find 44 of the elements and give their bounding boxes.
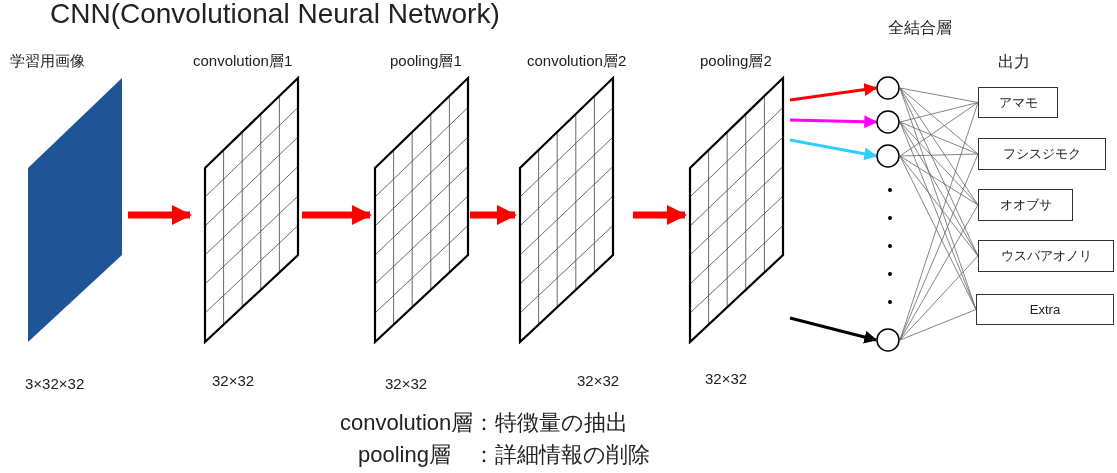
dimension-label: 3×32×32: [25, 375, 85, 392]
output-class-box: オオブサ: [978, 189, 1073, 221]
output-class-box: Extra: [976, 294, 1114, 325]
column-heading: 出力: [998, 52, 1030, 72]
connection-line: [899, 155, 977, 310]
connection-line: [899, 87, 979, 103]
neuron-circle: [876, 110, 900, 134]
connection-line: [899, 87, 979, 155]
connection-line: [899, 153, 979, 341]
layer-heading: pooling層1: [390, 52, 462, 71]
connection-line: [899, 121, 979, 155]
feature-map-layer: [190, 52, 302, 344]
connection-line: [899, 155, 979, 257]
layer-heading: convolution層1: [193, 52, 293, 71]
dimension-label: 32×32: [212, 372, 255, 389]
connection-line: [899, 87, 977, 310]
layer-heading: 学習用画像: [10, 52, 85, 71]
diagram-title: CNN(Convolutional Neural Network): [50, 0, 500, 30]
output-class-box: アマモ: [978, 87, 1058, 118]
connection-line: [899, 153, 979, 157]
arrow: [789, 138, 878, 161]
arrow: [789, 316, 878, 344]
connection-line: [899, 87, 979, 206]
legend-note: convolution層：特徴量の抽出: [340, 409, 629, 437]
connection-line: [899, 155, 979, 206]
output-class-box: フシスジモク: [978, 138, 1106, 170]
connection-line: [899, 102, 979, 157]
dimension-label: 32×32: [385, 375, 428, 392]
connection-line: [899, 255, 979, 341]
output-class-box: ウスバアオノリ: [978, 240, 1114, 272]
arrow: [789, 115, 878, 129]
legend-note: pooling層 ：詳細情報の削除: [358, 441, 650, 469]
layer-heading: pooling層2: [700, 52, 772, 71]
arrow: [789, 83, 878, 102]
dimension-label: 32×32: [705, 370, 748, 387]
column-heading: 全結合層: [888, 18, 952, 38]
neuron-circle: [876, 328, 900, 352]
neuron-circle: [876, 144, 900, 168]
connection-line: [899, 309, 977, 341]
neuron-circle: [876, 76, 900, 100]
connection-line: [899, 121, 979, 206]
connection-line: [899, 102, 979, 123]
layer-heading: convolution層2: [527, 52, 627, 71]
dimension-label: 32×32: [577, 372, 620, 389]
